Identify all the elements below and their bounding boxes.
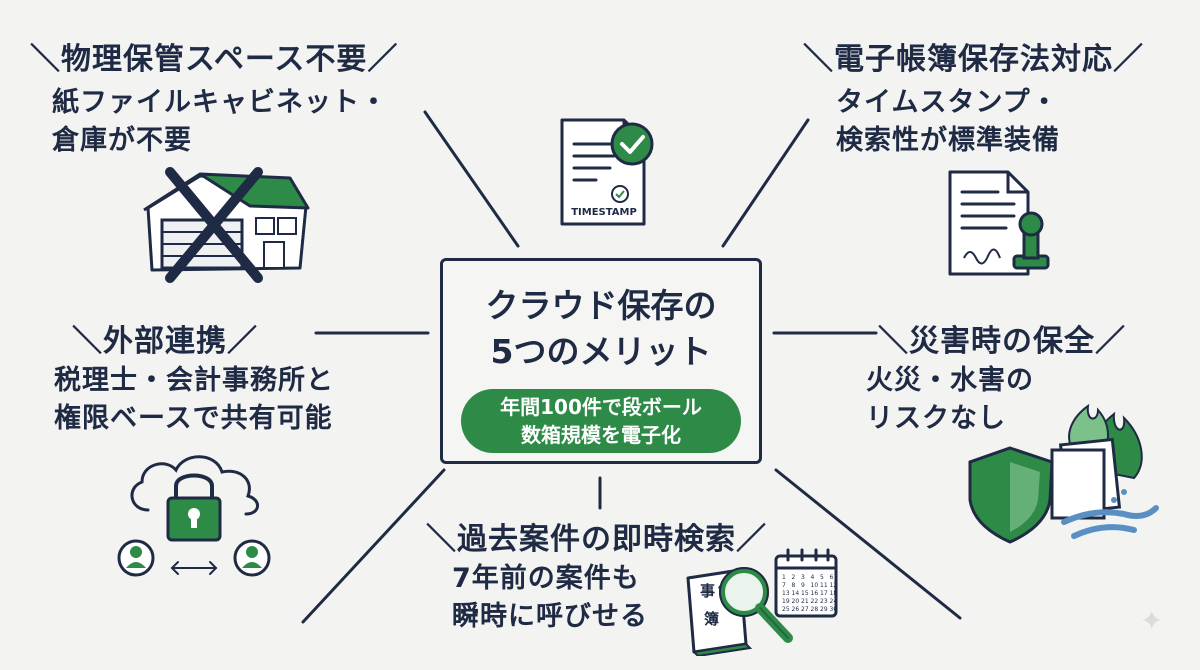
calendar-digit: 9 [801,582,805,589]
connector-line [721,118,810,248]
calendar-digit: 27 [801,606,809,613]
crossed-warehouse-icon [143,167,310,283]
calendar-digit: 20 [792,598,800,605]
calendar-digit: 10 [811,582,819,589]
sparkle-icon: ✦ [1140,604,1164,637]
benefit-heading-storage: ＼物理保管スペース不要／ [30,42,399,77]
calendar-digit: 29 [820,606,828,613]
calendar-digit: 4 [811,574,815,581]
calendar-digit: 7 [782,582,786,589]
calendar-digit: 8 [792,582,796,589]
center-badge: 年間100件で段ボール 数箱規模を電子化 [461,389,741,453]
benefit-detail-compliance: タイムスタンプ・ 検索性が標準装備 [836,87,1060,156]
calendar-digit: 28 [811,606,819,613]
calendar-digit: 16 [811,590,819,597]
calendar-digit: 24 [830,598,838,605]
timestamp-document-icon: TIMESTAMP [560,118,654,226]
calendar-digit: 22 [811,598,819,605]
benefit-heading-sharing: ＼外部連携／ [72,324,258,359]
benefit-detail-search: 7年前の案件も 瞬時に呼びせる [452,563,648,632]
calendar-digit: 21 [801,598,809,605]
calendar-digit: 25 [782,606,790,613]
cloud-lock-share-icon [117,455,271,577]
calendar-digit: 15 [801,590,809,597]
calendar-digit: 14 [792,590,800,597]
connector-line [301,468,446,624]
connector-line [423,110,520,248]
benefit-heading-disaster: ＼災害時の保全／ [878,324,1126,359]
document-stamp-icon [948,170,1050,276]
calendar-digit: 3 [801,574,805,581]
calendar-digit: 23 [820,598,828,605]
center-title-box: クラウド保存の 5つのメリット 年間100件で段ボール 数箱規模を電子化 [440,258,762,464]
calendar-digit: 12 [830,582,838,589]
calendar-digit: 5 [820,574,824,581]
calendar-digit: 2 [792,574,796,581]
calendar-digit: 30 [830,606,838,613]
benefit-detail-disaster: 火災・水害の リスクなし [866,365,1034,434]
center-title: クラウド保存の 5つのメリット [485,286,717,371]
timestamp-label: TIMESTAMP [571,207,637,218]
benefit-heading-search: ＼過去案件の即時検索／ [426,522,767,557]
calendar-digit: 13 [782,590,790,597]
calendar-digit: 6 [830,574,834,581]
calendar-digit: 1 [782,574,786,581]
benefit-detail-sharing: 税理士・会計事務所と 権限ベースで共有可能 [54,365,334,434]
shield-fire-water-icon [968,403,1159,544]
calendar-digit: 26 [792,606,800,613]
calendar-digit: 17 [820,590,828,597]
calendar-digit: 11 [820,582,828,589]
calendar-digit: 19 [782,598,790,605]
calendar-digit: 18 [830,590,838,597]
benefit-heading-compliance: ＼電子帳簿保存法対応／ [803,42,1144,77]
connector-line [774,468,962,620]
benefit-detail-storage: 紙ファイルキャビネット・ 倉庫が不要 [52,87,388,156]
